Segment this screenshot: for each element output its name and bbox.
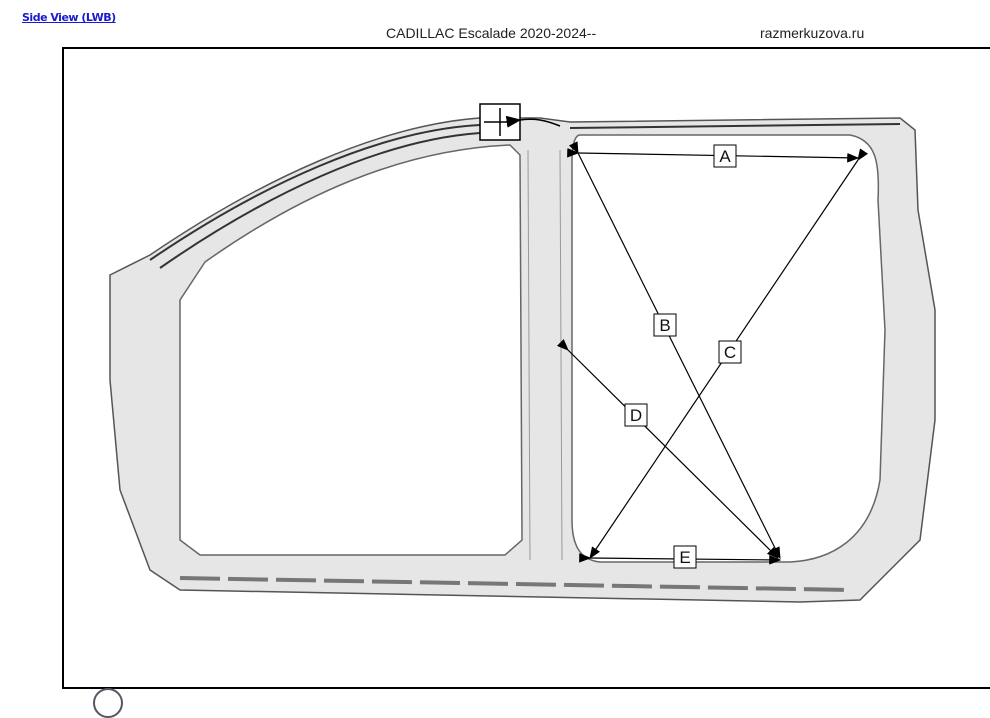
label-d: D	[624, 403, 648, 427]
label-e: E	[673, 545, 697, 569]
front-door-opening	[179, 144, 523, 556]
datum-crosshair-icon	[479, 103, 561, 141]
diagram-frame	[62, 47, 990, 689]
label-b: B	[653, 313, 677, 337]
body-side-diagram: A B C D E	[109, 103, 936, 603]
label-d-text: D	[630, 406, 642, 425]
label-a: A	[713, 144, 737, 168]
rocker-panel	[179, 576, 851, 592]
label-c: C	[718, 340, 742, 364]
side-view-link[interactable]: Side View (LWB)	[22, 11, 116, 24]
view-indicator-icon	[93, 688, 123, 718]
roof-rail-line	[149, 124, 481, 261]
label-c-text: C	[724, 343, 736, 362]
measurement-d-line	[556, 338, 779, 559]
roof-rail-line	[159, 132, 481, 269]
label-e-text: E	[679, 548, 690, 567]
label-a-text: A	[719, 147, 731, 166]
roof-rail-line	[569, 123, 901, 129]
label-b-text: B	[659, 316, 670, 335]
site-name: razmerkuzova.ru	[760, 25, 865, 41]
vehicle-title: CADILLAC Escalade 2020-2024--	[386, 25, 597, 41]
